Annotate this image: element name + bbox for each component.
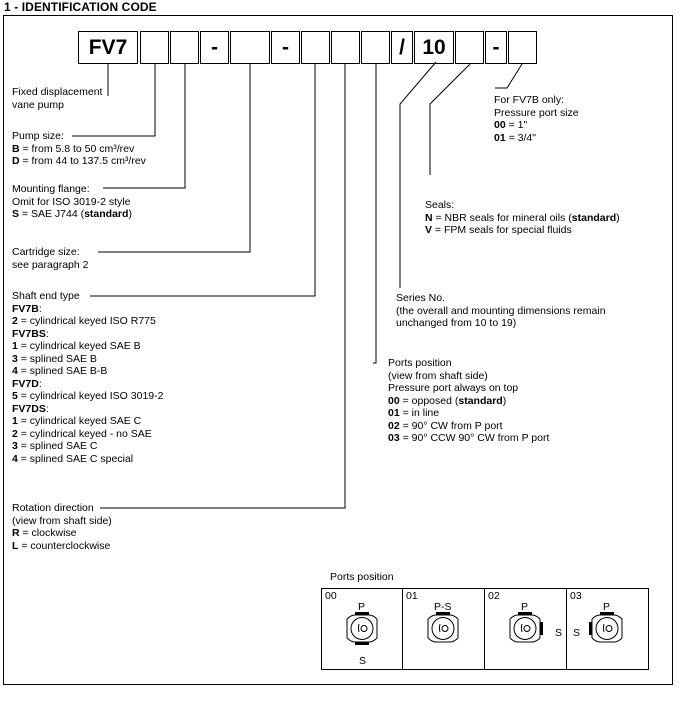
box-code: 01 bbox=[406, 590, 418, 602]
code-cell-cartridge bbox=[230, 31, 270, 64]
rotation-heading: Rotation direction bbox=[12, 502, 94, 514]
code-cell-series: 10 bbox=[414, 31, 454, 64]
pressure-port-label: P bbox=[521, 601, 529, 613]
suction-port-label: S bbox=[555, 627, 563, 639]
code-cell-dash: - bbox=[485, 31, 507, 64]
fv7b-port-size-block: For FV7B only: Pressure port size 00 = 1… bbox=[494, 94, 579, 144]
code-cell-dash: - bbox=[200, 31, 229, 64]
pressure-suction-port-label: P-S bbox=[434, 601, 452, 613]
code-cell-shaft bbox=[301, 31, 330, 64]
mounting-flange-block: Mounting flange: Omit for ISO 3019-2 sty… bbox=[12, 183, 132, 220]
ports-diagram-box-01: 01 P-S bbox=[403, 588, 485, 670]
section-title: 1 - IDENTIFICATION CODE bbox=[4, 0, 157, 14]
box-code: 00 bbox=[325, 590, 337, 602]
mounting-flange-heading: Mounting flange: bbox=[12, 183, 90, 195]
ports-diagram-box-00: 00 P S bbox=[321, 588, 403, 670]
series-heading: Series No. bbox=[396, 292, 446, 304]
code-cell-rotation bbox=[331, 31, 360, 64]
pressure-port-label: P bbox=[358, 601, 366, 613]
pressure-port-label: P bbox=[603, 601, 611, 613]
pump-body-icon bbox=[509, 612, 543, 643]
suction-port-label: S bbox=[573, 627, 581, 639]
code-cell-port-size bbox=[508, 31, 537, 64]
shaft-end-heading: Shaft end type bbox=[12, 290, 80, 302]
series-block: Series No. (the overall and mounting dim… bbox=[396, 292, 606, 329]
seals-heading: Seals: bbox=[425, 199, 455, 211]
suction-port-label: S bbox=[359, 655, 367, 667]
content-frame bbox=[3, 15, 673, 685]
pump-body-icon bbox=[589, 612, 623, 643]
code-cell-dash: - bbox=[271, 31, 300, 64]
ports-diagram-box-03: 03 P S bbox=[567, 588, 649, 670]
ports-diagram-box-02: 02 P S bbox=[485, 588, 567, 670]
shaft-end-block: Shaft end type FV7B: 2 = cylindrical key… bbox=[12, 290, 164, 465]
code-cell-mounting bbox=[170, 31, 199, 64]
pump-size-block: Pump size: B = from 5.8 to 50 cm³/rev D … bbox=[12, 130, 146, 168]
code-cell-pump-size bbox=[140, 31, 169, 64]
cartridge-size-block: Cartridge size: see paragraph 2 bbox=[12, 246, 89, 271]
pump-size-item: D = from 44 to 137.5 cm³/rev bbox=[12, 155, 146, 167]
ports-position-block: Ports position (view from shaft side) Pr… bbox=[388, 357, 550, 444]
fixed-pump-label: Fixed displacement vane pump bbox=[12, 86, 103, 111]
code-cell-slash: / bbox=[391, 31, 413, 64]
pump-body-icon bbox=[427, 612, 459, 643]
code-cell-ports bbox=[361, 31, 390, 64]
rotation-block: Rotation direction (view from shaft side… bbox=[12, 502, 112, 552]
box-code: 02 bbox=[488, 590, 500, 602]
ports-position-heading: Ports position bbox=[388, 357, 452, 369]
ports-diagram-title: Ports position bbox=[330, 571, 394, 583]
box-code: 03 bbox=[570, 590, 582, 602]
pump-body-icon bbox=[346, 612, 378, 645]
pump-size-item: B = from 5.8 to 50 cm³/rev bbox=[12, 142, 135, 155]
pump-size-heading: Pump size: bbox=[12, 130, 64, 142]
code-cell-fv7: FV7 bbox=[78, 31, 138, 64]
seals-block: Seals: N = NBR seals for mineral oils (s… bbox=[425, 199, 620, 236]
code-cell-seals bbox=[455, 31, 484, 64]
